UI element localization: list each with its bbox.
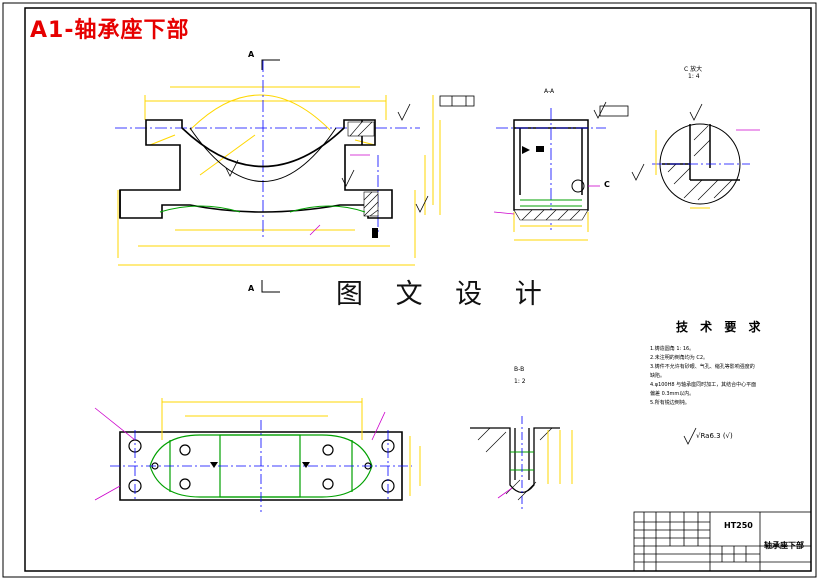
tech-item: 缺陷。 <box>650 373 666 379</box>
tech-item: 偏差 0.3mm以内。 <box>650 391 695 397</box>
top-view <box>94 398 421 512</box>
drawing-title: A1-轴承座下部 <box>30 18 190 43</box>
front-view <box>115 59 475 293</box>
tech-item: 5.所有锐边倒钝。 <box>650 400 690 406</box>
tech-item: 2.未注明的倒角均为 C2。 <box>650 355 709 361</box>
section-a-label-top: A <box>248 50 255 59</box>
section-bb-title: B-B <box>514 366 525 373</box>
tech-requirements-title: 技 术 要 求 <box>676 320 765 334</box>
section-a-label-bottom: A <box>248 284 255 293</box>
material-cell: HT250 <box>724 521 753 530</box>
tech-item: 4.φ100H8 与轴承座同时加工，其结合中心平面 <box>650 382 757 388</box>
tech-requirements-list: 1.铸造圆角 1: 16。 2.未注明的倒角均为 C2。 3.铸件不允许有砂眼、… <box>650 345 770 408</box>
inner-border <box>24 7 812 572</box>
detail-c-view <box>631 103 760 209</box>
tech-item: 1.铸造圆角 1: 16。 <box>650 346 695 352</box>
tech-item: 3.铸件不允许有砂眼、气孔、缩孔等影响强度的 <box>650 364 755 370</box>
detail-c-marker: C <box>604 180 610 189</box>
detail-c-scale: 1: 4 <box>688 73 700 80</box>
section-bb-scale: 1: 2 <box>514 378 526 385</box>
section-aa-title: A-A <box>544 88 555 95</box>
roughness-note: √Ra6.3 (√) <box>696 432 733 440</box>
section-aa-view <box>493 101 629 241</box>
watermark-text: 图 文 设 计 <box>336 279 554 310</box>
title-block <box>633 511 812 572</box>
section-bb-view <box>470 416 573 510</box>
part-name-cell: 轴承座下部 <box>764 541 804 550</box>
detail-c-title: C 放大 <box>684 66 703 73</box>
